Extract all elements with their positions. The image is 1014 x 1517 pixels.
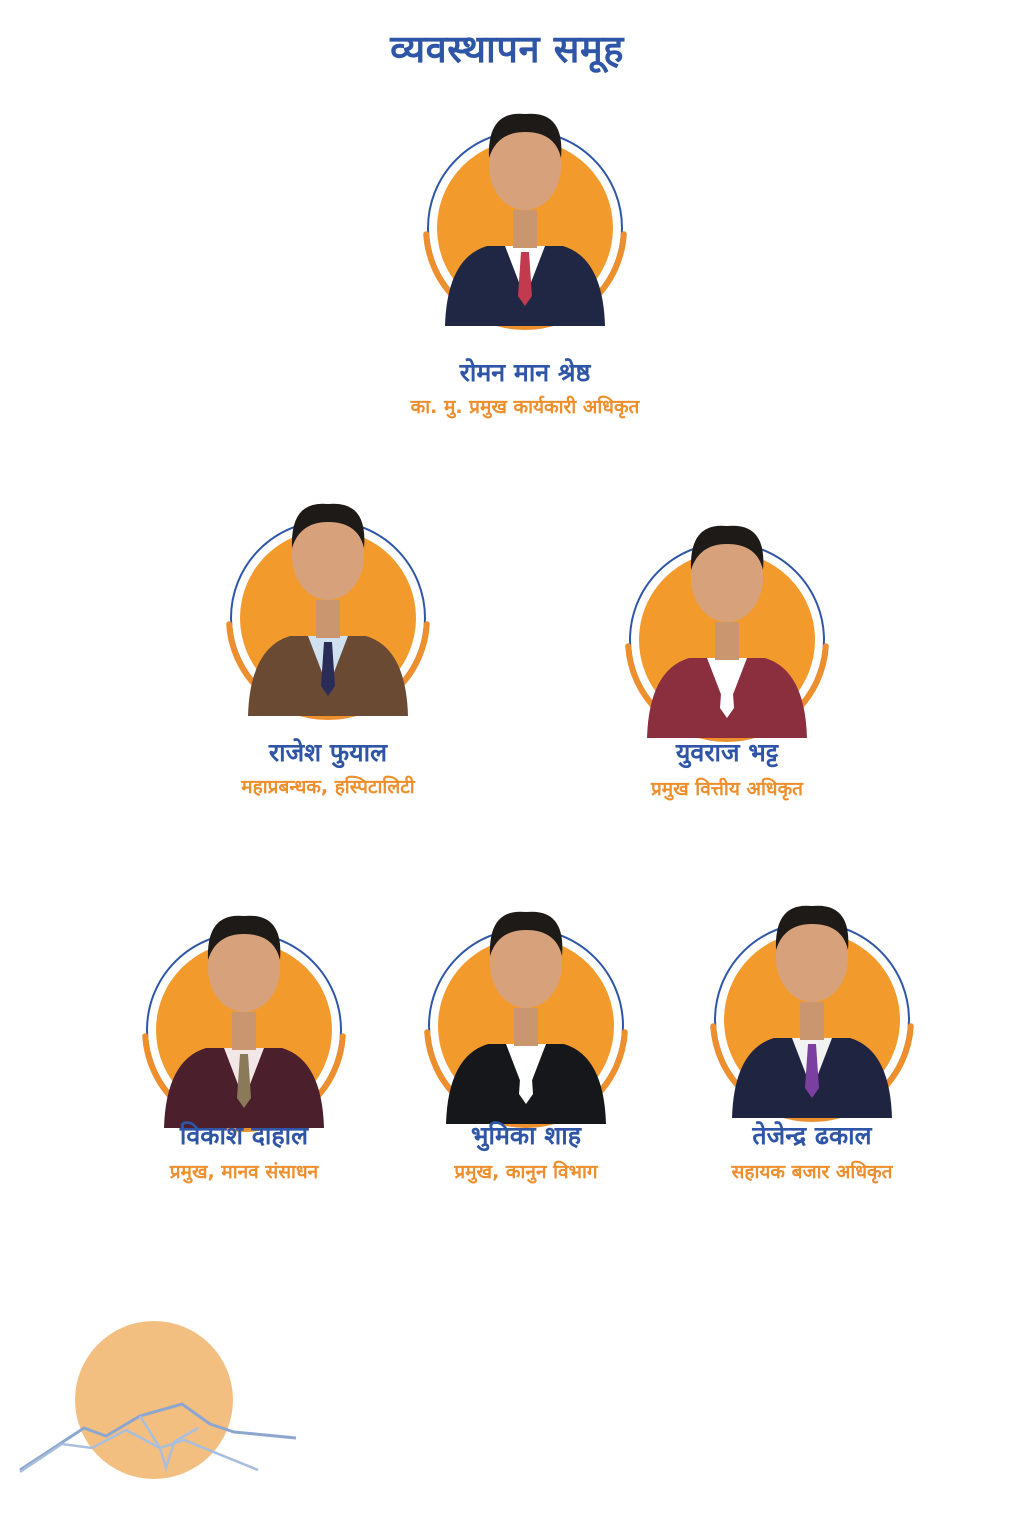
portrait-ring-orange bbox=[424, 1029, 628, 1128]
member-name: रोमन मान श्रेष्ठ bbox=[459, 358, 591, 387]
member-role: प्रमुख वित्तीय अधिकृत bbox=[650, 778, 804, 800]
member-role: सहायक बजार अधिकृत bbox=[731, 1161, 893, 1183]
face bbox=[292, 512, 364, 600]
member-name: विकाश दाहाल bbox=[179, 1121, 309, 1150]
neck bbox=[514, 1008, 538, 1046]
face bbox=[691, 534, 763, 622]
tie bbox=[805, 1044, 819, 1098]
hair bbox=[690, 525, 764, 570]
member-portrait bbox=[417, 88, 633, 330]
page-title: व्यवस्थापन समूह bbox=[390, 27, 624, 71]
neck bbox=[316, 600, 340, 638]
member-name: युवराज भट्ट bbox=[675, 738, 779, 767]
hair bbox=[775, 905, 849, 950]
portrait-ring-orange bbox=[142, 1033, 346, 1132]
face bbox=[489, 122, 561, 210]
member-portrait bbox=[136, 890, 352, 1132]
member-role: का. मु. प्रमुख कार्यकारी अधिकृत bbox=[410, 396, 640, 418]
face bbox=[208, 924, 280, 1012]
hair bbox=[291, 503, 365, 548]
member-portrait bbox=[220, 478, 436, 720]
tie bbox=[519, 1050, 533, 1104]
neck bbox=[232, 1012, 256, 1050]
sunrise-mountain-logo bbox=[19, 1321, 297, 1479]
tie bbox=[237, 1054, 251, 1108]
face bbox=[490, 920, 562, 1008]
neck bbox=[715, 622, 739, 660]
face bbox=[776, 914, 848, 1002]
tie bbox=[518, 252, 532, 306]
tie bbox=[720, 664, 734, 718]
hair bbox=[489, 911, 563, 956]
neck bbox=[800, 1002, 824, 1040]
tie bbox=[321, 642, 335, 696]
portrait-ring-orange bbox=[625, 643, 829, 742]
member-portrait bbox=[619, 500, 835, 742]
member-name: राजेश फुयाल bbox=[268, 738, 388, 767]
member-role: प्रमुख, मानव संसाधन bbox=[169, 1161, 319, 1183]
portrait-ring-orange bbox=[710, 1023, 914, 1122]
member-portrait bbox=[704, 880, 920, 1122]
portrait-ring-orange bbox=[226, 621, 430, 720]
portrait-ring-orange bbox=[423, 231, 627, 330]
member-portrait bbox=[418, 886, 634, 1128]
neck bbox=[513, 210, 537, 248]
member-name: तेजेन्द्र ढकाल bbox=[752, 1121, 872, 1150]
member-role: महाप्रबन्धक, हस्पिटालिटी bbox=[241, 776, 415, 798]
member-name: भुमिका शाह bbox=[470, 1121, 582, 1150]
member-role: प्रमुख, कानुन विभाग bbox=[454, 1161, 598, 1183]
hair bbox=[207, 915, 281, 960]
hair bbox=[488, 113, 562, 158]
